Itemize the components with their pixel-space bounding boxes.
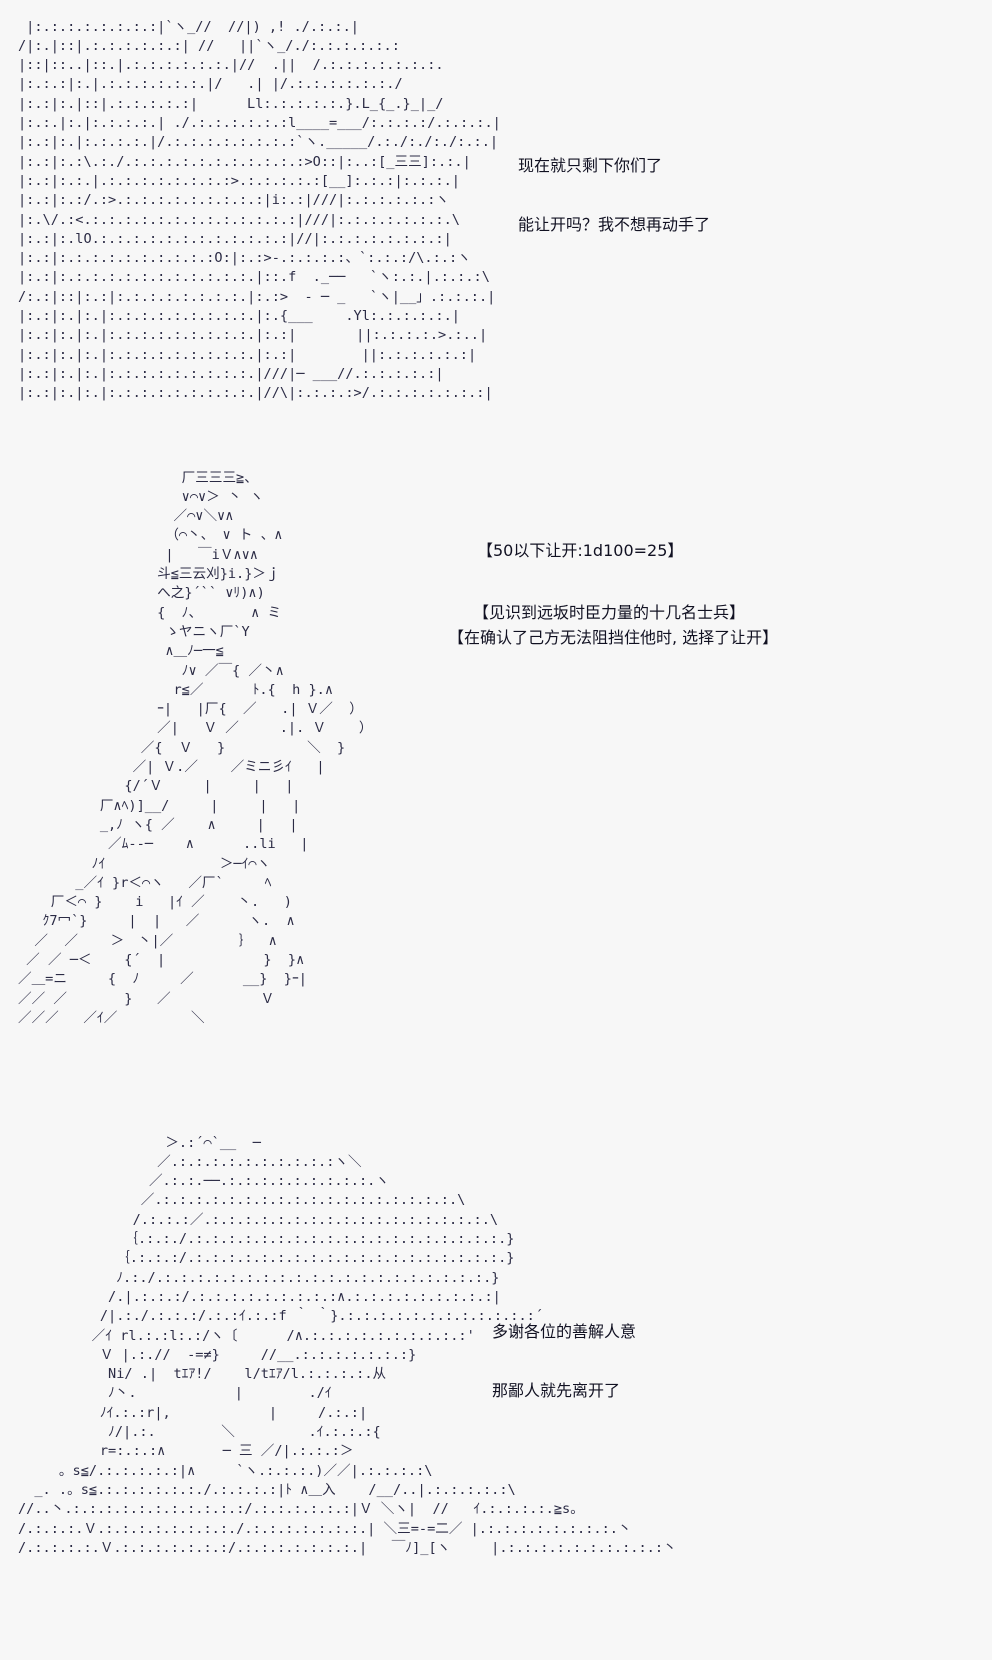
dialogue-line: 多谢各位的善解人意 xyxy=(492,1322,637,1341)
dialogue-line: 能让开吗？我不想再动手了 xyxy=(518,214,711,234)
dialogue-soldier-demand: 现在就只剩下你们了 能让开吗？我不想再动手了 xyxy=(518,117,710,273)
ascii-art-scene-3: ＞.:´⌒`__ ─ ／.:.:.:.:.:.:.:.:.:.:ヽ＼ ／.:.:… xyxy=(18,1134,677,1556)
dialogue-line: 现在就只剩下你们了 xyxy=(518,156,663,175)
ascii-art-scene-1: |:.:.:.:.:.:.:.:|`ヽ_// //|) ,! ./.:.:.| … xyxy=(18,18,501,402)
ascii-art-scene-2: 厂三三三≧、 ∨⌒∨＞ 丶 ヽ ／⌒∨＼∨∧ （⌒丶、 ∨ ト 、∧ | ￣iＶ… xyxy=(18,469,373,1026)
dialogue-line: 那鄙人就先离开了 xyxy=(492,1380,621,1400)
annotation-actor-tag: 【见识到远坂时臣力量的十几名士兵】 xyxy=(473,603,746,622)
annotation-roll-check: 【50以下让开:1d100=25】 xyxy=(477,541,684,560)
annotation-action-tag: 【在确认了己方无法阻挡住他时, 选择了让开】 xyxy=(448,628,779,647)
dialogue-tohsaka-thanks: 多谢各位的善解人意 那鄙人就先离开了 xyxy=(492,1283,636,1439)
